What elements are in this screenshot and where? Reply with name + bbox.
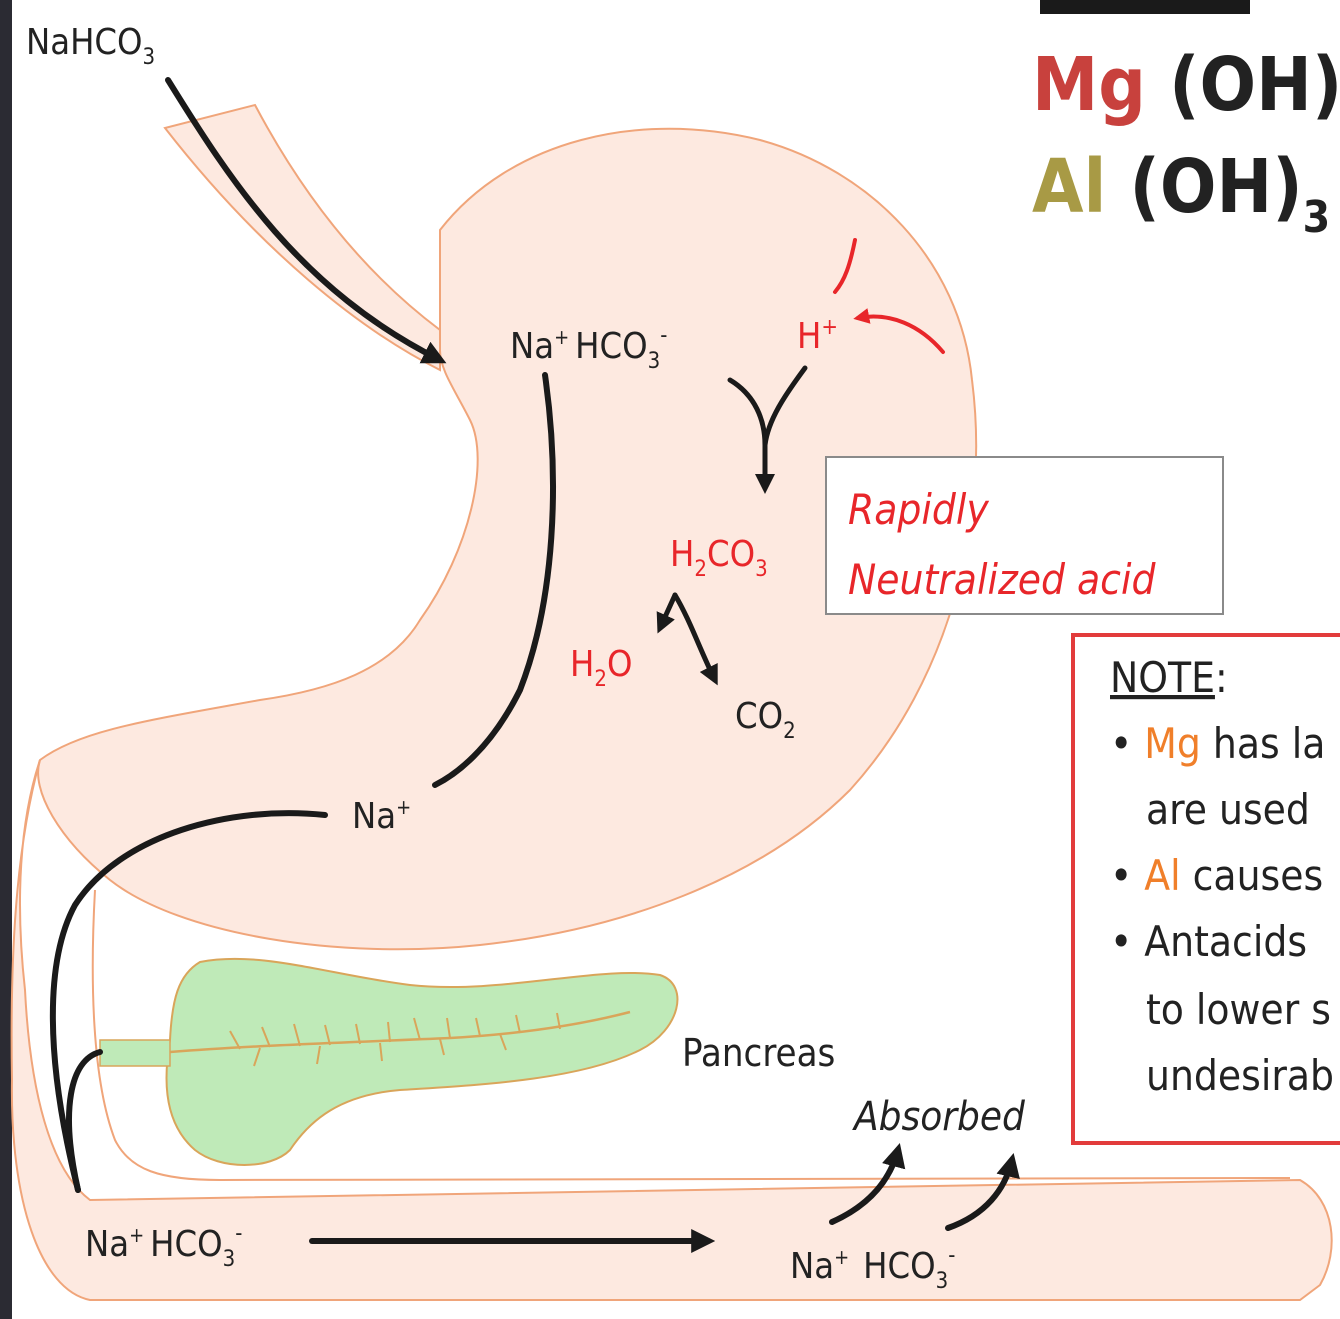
arrow-to-co2 — [672, 592, 718, 686]
callout-line1: Rapidly — [848, 485, 989, 534]
note-title: NOTE: — [1110, 653, 1228, 702]
arrow-na-to-duodenum — [49, 810, 328, 1193]
arrow-absorbed-na — [829, 1143, 906, 1225]
note-bullet-al: • Al causes — [1110, 851, 1323, 900]
note-bullet-mg-line2: are used — [1146, 785, 1310, 834]
note-bullet-mg: • Mg has la — [1110, 719, 1325, 768]
label-h2o: H2O — [570, 644, 632, 692]
label-bottom-right-na-hco3: Na+HCO3- — [790, 1243, 955, 1294]
pancreatic-duct-branches — [229, 1012, 561, 1067]
callout-rapidly-neutralized: Rapidly Neutralized acid — [825, 456, 1224, 615]
pancreas — [165, 957, 679, 1166]
arrow-absorbed-hco3 — [945, 1152, 1020, 1231]
label-stomach-na-hco3: Na+HCO3- — [510, 323, 667, 374]
note-bullet-antacids: • Antacids — [1110, 917, 1307, 966]
arrow-pancreas-to-duodenum — [66, 1049, 103, 1193]
formula-al-oh3: Al (OH)3 2 — [1032, 144, 1340, 243]
arrow-na-down — [432, 372, 556, 788]
arrow-nahco3-into-stomach — [165, 77, 447, 364]
esophagus — [163, 103, 441, 372]
note-bullet-antacids-line3: undesirab — [1146, 1051, 1334, 1100]
note-bullet-antacids-line2: to lower s — [1146, 985, 1331, 1034]
label-co2: CO2 — [735, 696, 796, 744]
callout-line2: Neutralized acid — [848, 555, 1156, 604]
note-box: NOTE: • Mg has la are used • Al causes •… — [1071, 633, 1340, 1145]
duodenum — [10, 759, 1333, 1301]
label-absorbed: Absorbed — [852, 1094, 1026, 1140]
arrow-merge-right — [762, 365, 808, 448]
label-bottom-left-na-hco3: Na+HCO3- — [85, 1221, 242, 1272]
cropped-formula-top — [1040, 0, 1250, 14]
left-edge-strip — [0, 0, 12, 1319]
label-pancreas: Pancreas — [682, 1031, 835, 1075]
label-nahco3: NaHCO3 — [26, 22, 155, 70]
label-h2co3: H2CO3 — [670, 534, 768, 582]
label-na-ion: Na+ — [352, 795, 411, 837]
pancreatic-duct-stem — [99, 1039, 171, 1067]
label-h-ion: H+ — [797, 315, 838, 357]
red-arrow-top — [833, 238, 857, 294]
formula-mg-oh2: Mg (OH)2 — [1032, 42, 1340, 141]
red-arrow-right — [853, 308, 945, 354]
pancreatic-duct — [169, 1010, 631, 1054]
stomach — [37, 127, 978, 951]
arrow-to-h2o — [656, 592, 678, 634]
duodenum-inner-edge — [91, 889, 1291, 1182]
